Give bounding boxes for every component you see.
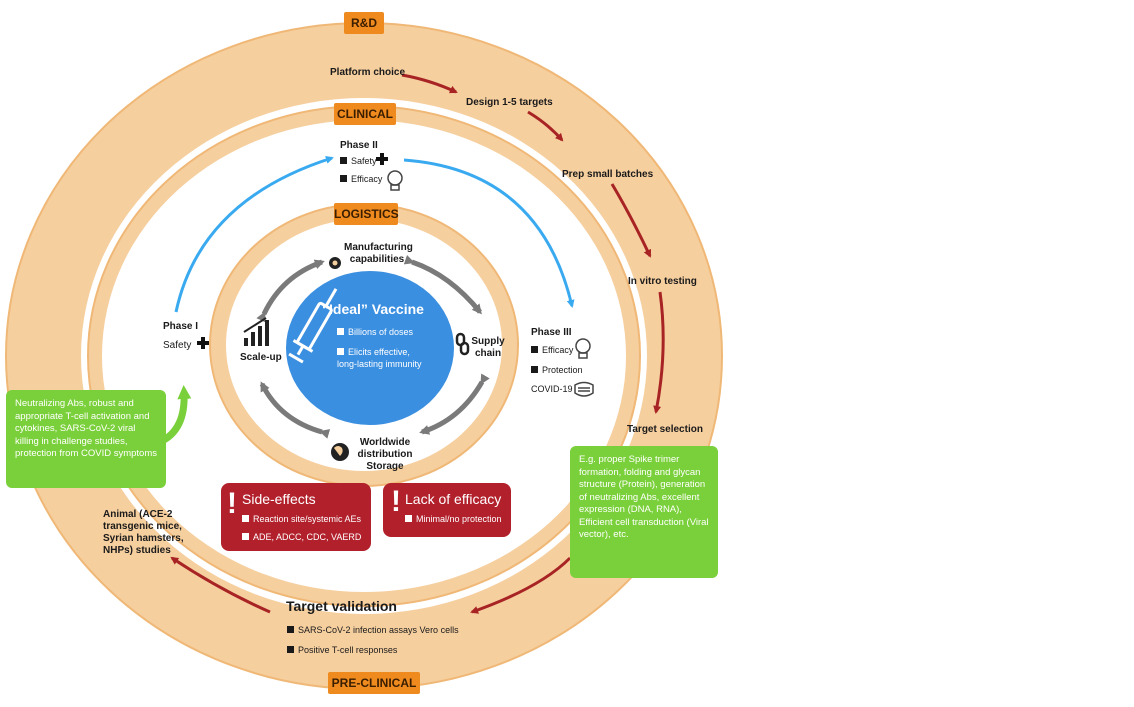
logistics-tag: LOGISTICS: [334, 203, 399, 225]
bullet-icon: [287, 646, 294, 653]
exclamation-icon: !: [227, 487, 237, 520]
rd-step-design: Design 1-5 targets: [466, 97, 553, 108]
phase2-item-text-1: Safety: [351, 156, 377, 166]
vaccine-item-text-2: Elicits effective, long-lasting immunity: [337, 347, 422, 369]
animal-studies: Animal (ACE-2 transgenic mice, Syrian ha…: [103, 509, 184, 556]
gear-icon: [329, 257, 341, 269]
bullet-icon: [531, 366, 538, 373]
target-validation-title: Target validation: [286, 598, 397, 614]
lack-efficacy-title: Lack of efficacy: [405, 491, 502, 507]
bar-chart-icon: [243, 317, 269, 346]
phase2-item-2: Efficacy: [340, 173, 382, 185]
lack-efficacy-item-text-1: Minimal/no protection: [416, 514, 502, 524]
vaccine-item-text-1: Billions of doses: [348, 327, 414, 337]
side-effects-title: Side-effects: [242, 491, 316, 507]
rd-step-prep: Prep small batches: [562, 169, 654, 180]
syringe-icon: [288, 288, 338, 364]
bullet-icon: [340, 175, 347, 182]
phase3-covid: COVID-19: [531, 384, 573, 394]
side-effects-item-2: ADE, ADCC, CDC, VAERD: [242, 531, 361, 543]
phase2-item-1: Safety: [340, 155, 377, 167]
phase3-title: Phase III: [531, 327, 572, 338]
bullet-icon: [337, 328, 344, 335]
mask-icon: [574, 381, 594, 397]
bullet-icon: [287, 626, 294, 633]
lightbulb-icon-phase2: [387, 170, 403, 191]
side-effects-item-text-2: ADE, ADCC, CDC, VAERD: [253, 532, 362, 542]
distribution-label: Worldwide distribution Storage: [357, 437, 413, 472]
bullet-icon: [242, 515, 249, 522]
target-validation-item-1: SARS-CoV-2 infection assays Vero cells: [287, 624, 459, 636]
phase2-title: Phase II: [340, 140, 378, 151]
bullet-icon: [340, 157, 347, 164]
rd-tag: R&D: [344, 12, 384, 34]
bullet-icon: [405, 515, 412, 522]
tv-item-text-2: Positive T-cell responses: [298, 645, 398, 655]
rd-step-platform: Platform choice: [330, 67, 406, 78]
supply-chain-label: Supply chain: [471, 336, 505, 359]
tv-item-text-1: SARS-CoV-2 infection assays Vero cells: [298, 625, 459, 635]
side-effects-box: ! Side-effects Reaction site/systemic AE…: [221, 483, 371, 551]
scaleup-label: Scale-up: [240, 352, 282, 363]
phase2-item-text-2: Efficacy: [351, 174, 383, 184]
clinical-tag: CLINICAL: [334, 103, 396, 125]
bullet-icon: [531, 346, 538, 353]
phase3-item-1: Efficacy: [531, 344, 573, 356]
green-box-left: Neutralizing Abs, robust and appropriate…: [6, 390, 166, 488]
lack-efficacy-item-1: Minimal/no protection: [405, 513, 502, 525]
plus-icon-phase1: [197, 337, 209, 349]
side-effects-item-text-1: Reaction site/systemic AEs: [253, 514, 362, 524]
target-validation-item-2: Positive T-cell responses: [287, 644, 397, 656]
bullet-icon: [242, 533, 249, 540]
bullet-icon: [337, 348, 344, 355]
globe-icon: [331, 443, 349, 461]
rd-step-target-selection: Target selection: [627, 424, 703, 435]
phase3-item-text-1: Efficacy: [542, 345, 574, 355]
plus-icon-phase2: [376, 153, 388, 165]
phase1-title: Phase I: [163, 321, 199, 332]
side-effects-item-1: Reaction site/systemic AEs: [242, 513, 361, 525]
vaccine-item-1: Billions of doses: [337, 326, 413, 338]
chain-icon: [455, 332, 470, 356]
phase3-item-text-2: Protection: [542, 365, 583, 375]
vaccine-title: “Ideal” Vaccine: [322, 301, 424, 317]
exclamation-icon: !: [391, 485, 401, 518]
lack-efficacy-box: ! Lack of efficacy Minimal/no protection: [383, 483, 511, 537]
phase1-safety: Safety: [163, 340, 192, 351]
manufacturing-label: Manufacturing capabilities: [344, 242, 413, 265]
green-box-right: E.g. proper Spike trimer formation, fold…: [570, 446, 718, 578]
phase3-item-2: Protection: [531, 364, 583, 376]
vaccine-item-2: Elicits effective, long-lasting immunity: [337, 346, 429, 370]
preclinical-tag: PRE-CLINICAL: [328, 672, 420, 694]
lightbulb-icon-phase3: [575, 338, 591, 359]
rd-step-invitro: In vitro testing: [628, 276, 697, 287]
